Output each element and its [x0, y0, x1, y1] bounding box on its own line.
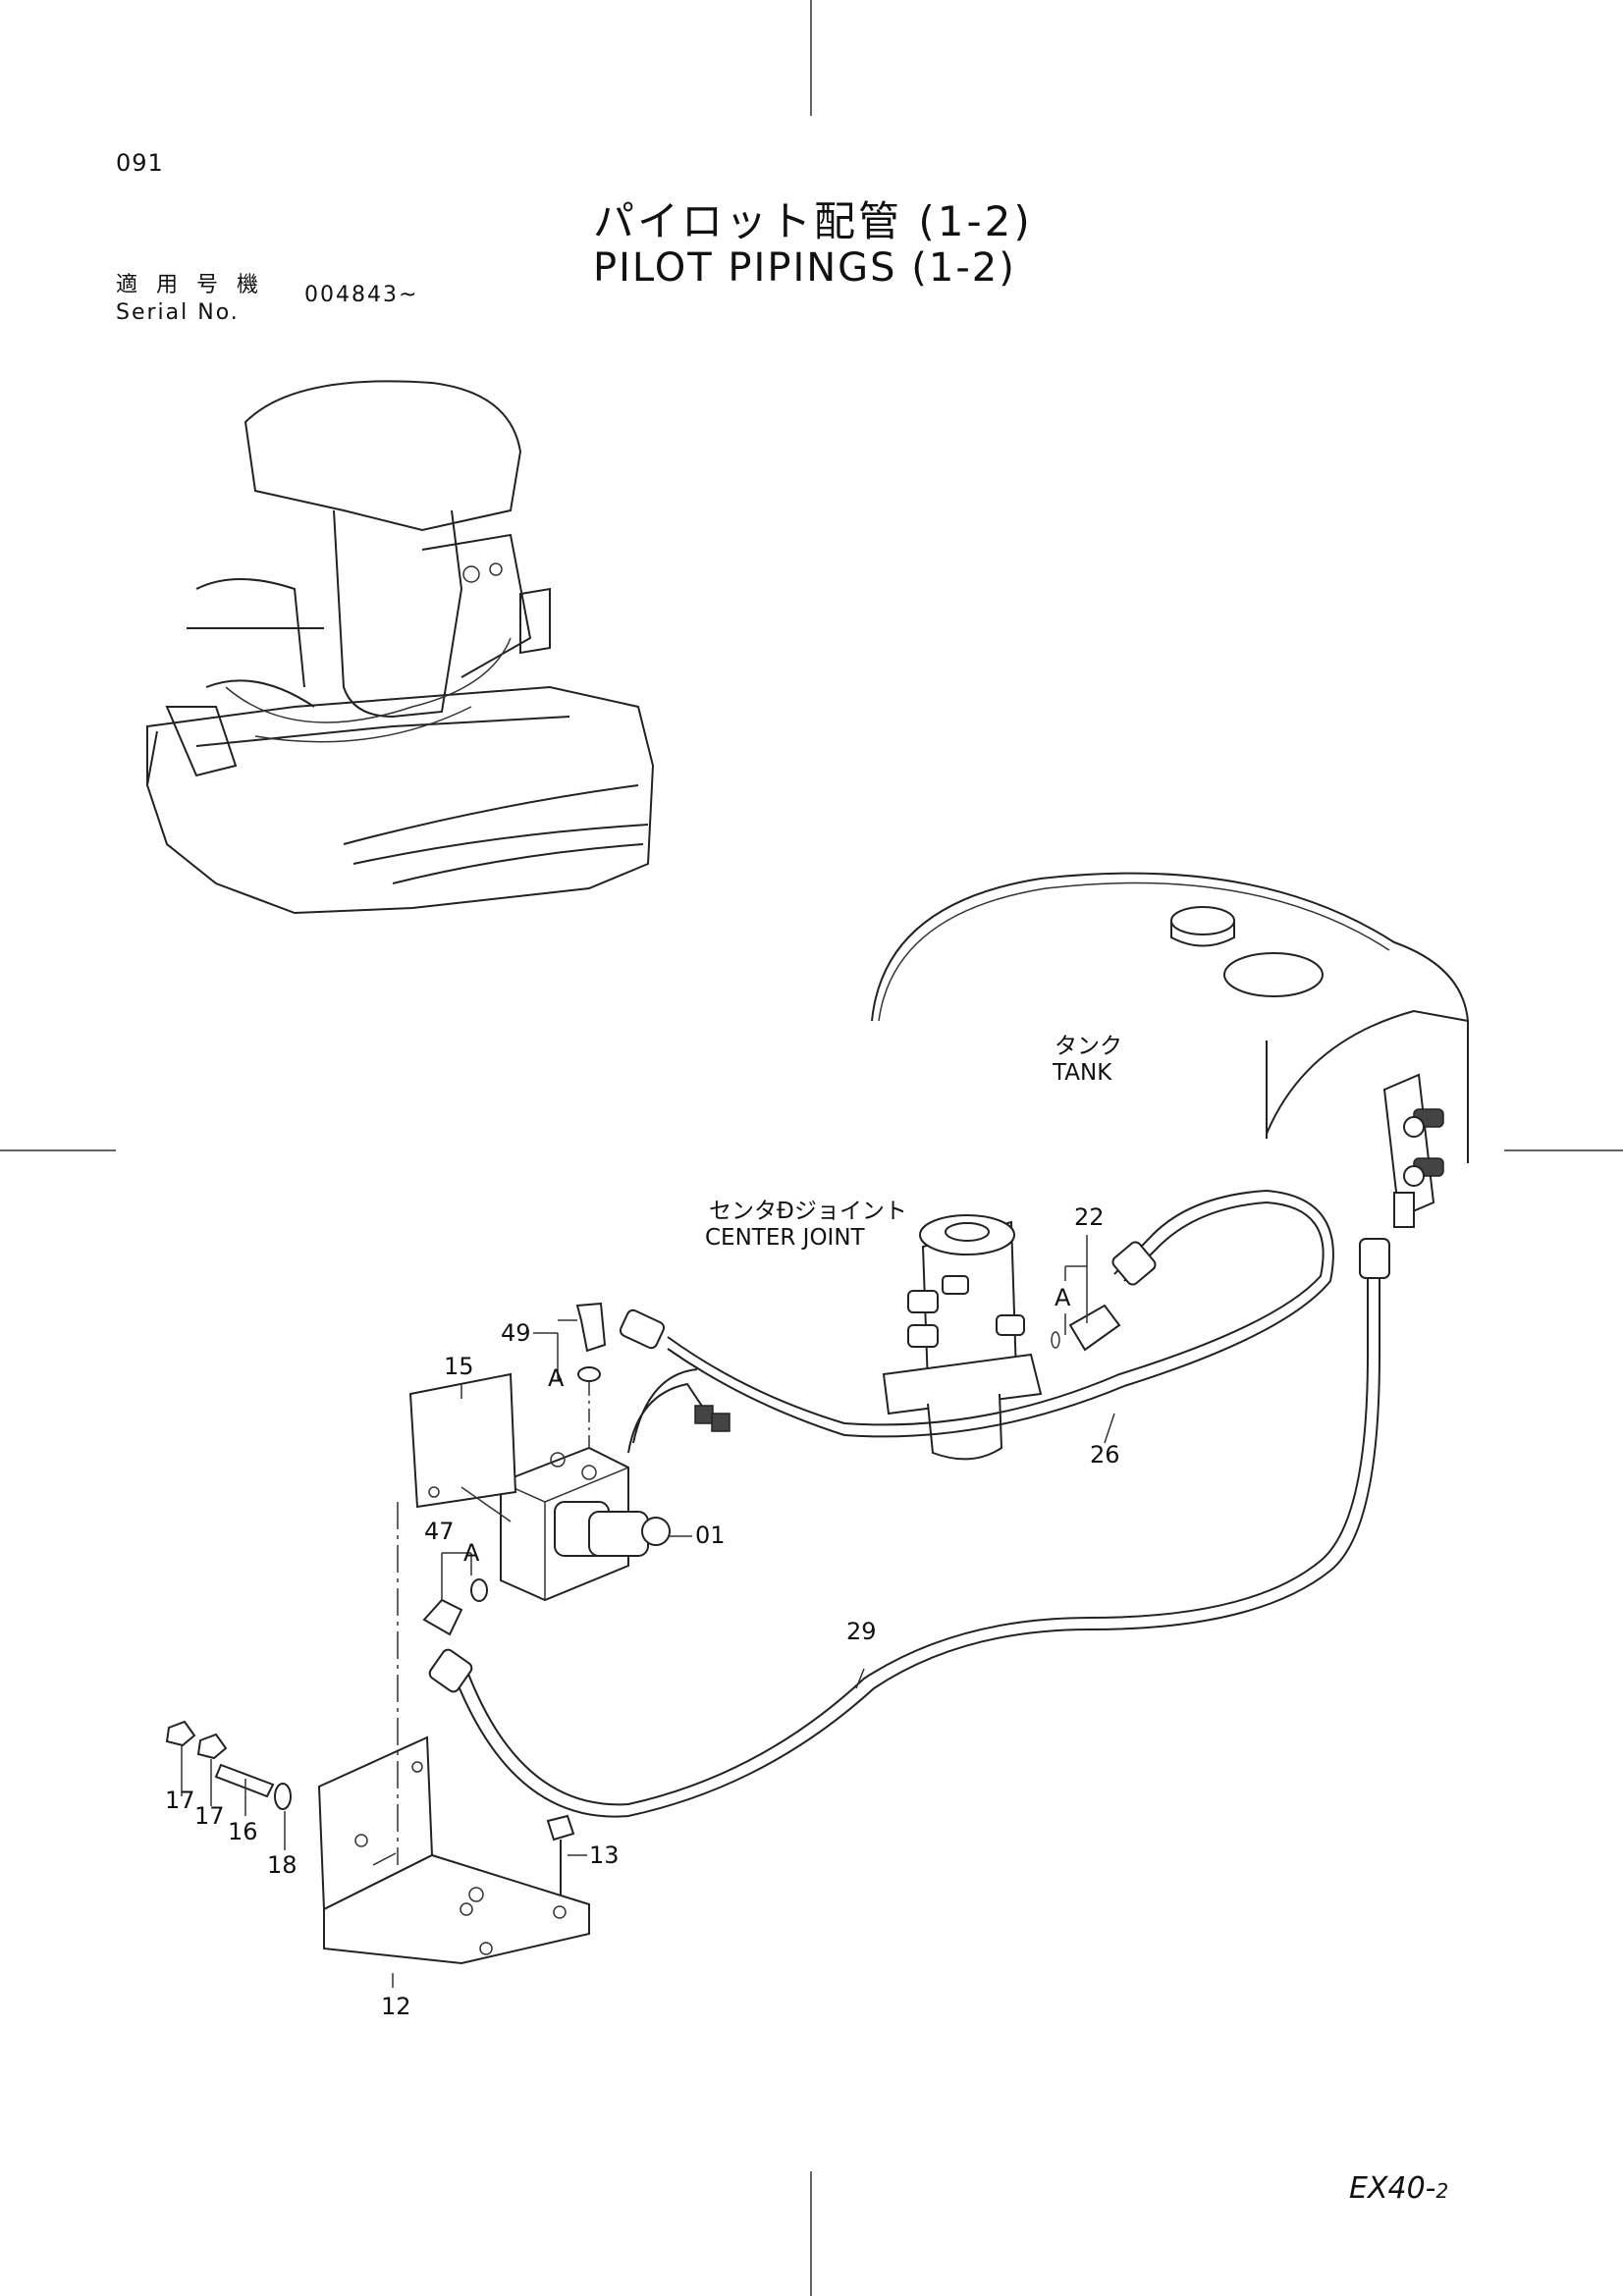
tank-label-english: TANK	[1053, 1060, 1112, 1086]
detail-callout-a-elbow: A	[1055, 1284, 1071, 1311]
center-joint-label-english: CENTER JOINT	[705, 1225, 865, 1251]
page-title-japanese: パイロット配管 (1-2)	[593, 197, 1033, 245]
elbow-49	[575, 1302, 607, 1353]
callout-18: 18	[267, 1851, 298, 1879]
solenoid-valve-01	[500, 1368, 730, 1602]
machine-overview-illustration	[146, 380, 655, 915]
callout-16: 16	[228, 1818, 258, 1845]
hose-26-path-outline	[667, 1189, 1334, 1438]
callout-49: 49	[501, 1319, 531, 1347]
page-title-english: PILOT PIPINGS (1-2)	[593, 245, 1016, 291]
callout-29: 29	[846, 1618, 877, 1645]
bracket-12	[317, 1735, 590, 1965]
model-footer: EX40-2	[1349, 2171, 1448, 2206]
hose-29-path	[451, 1276, 1380, 1818]
hose-fittings	[428, 1238, 1390, 1693]
callout-22: 22	[1074, 1203, 1105, 1231]
hose-26-path	[667, 1201, 1325, 1426]
callout-47: 47	[424, 1518, 455, 1545]
callout-26: 26	[1090, 1441, 1120, 1468]
center-joint-label-japanese: センタÐジョイント	[709, 1199, 907, 1224]
callout-15: 15	[444, 1353, 474, 1380]
callout-17-right: 17	[194, 1802, 225, 1830]
serial-number-value: 004843~	[304, 283, 419, 307]
hydraulic-tank-illustration	[871, 872, 1469, 1228]
elbow-22	[1068, 1304, 1121, 1352]
plate-15	[408, 1372, 517, 1509]
tank-label-japanese: タンク	[1055, 1034, 1122, 1059]
hose-29-path-outline	[465, 1276, 1369, 1806]
callout-13: 13	[589, 1842, 620, 1869]
elbow-47	[422, 1598, 463, 1636]
serial-label-english: Serial No.	[116, 300, 240, 325]
page-number: 091	[116, 149, 164, 177]
model-name: EX40-	[1349, 2171, 1436, 2206]
hardware-17-16-18	[165, 1720, 292, 1810]
callout-12: 12	[381, 1993, 411, 2020]
center-joint-illustration	[882, 1214, 1043, 1461]
detail-callout-a-valve-side: A	[463, 1539, 480, 1567]
callout-01: 01	[695, 1522, 726, 1549]
bolt-13	[546, 1814, 575, 1895]
leader-lines	[392, 1235, 1115, 1988]
assembly-centerlines	[181, 1382, 590, 1866]
callout-17-left: 17	[165, 1787, 195, 1814]
model-suffix: 2	[1435, 2179, 1449, 2203]
serial-label-japanese: 適 用 号 機	[116, 273, 264, 297]
detail-callout-a-valve-top: A	[548, 1364, 565, 1392]
